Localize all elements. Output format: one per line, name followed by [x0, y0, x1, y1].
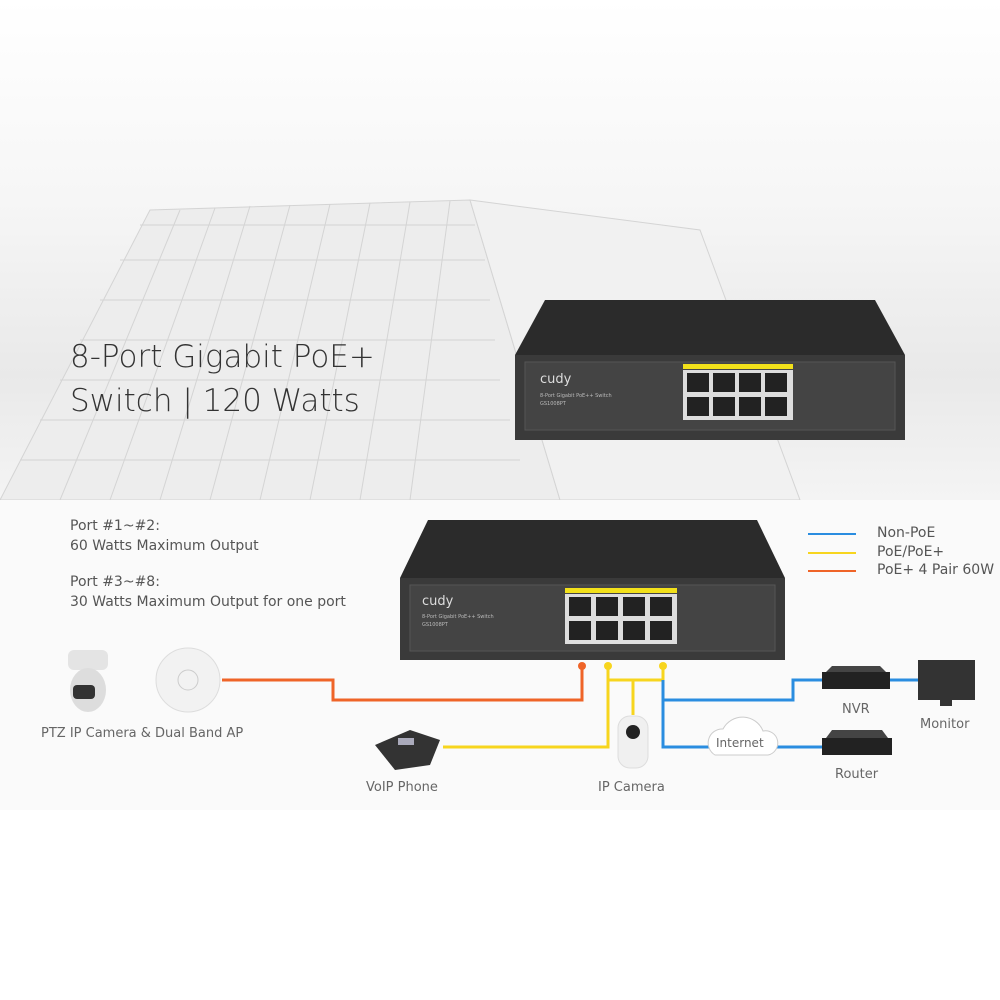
internet-label: Internet	[716, 736, 764, 750]
port-group-2-detail: 30 Watts Maximum Output for one port	[70, 594, 346, 610]
legend-label-poe-4pair: PoE+ 4 Pair 60W	[877, 562, 995, 578]
port-dot-orange	[578, 662, 586, 670]
diagram-area: Port #1~#2: 60 Watts Maximum Output Port…	[0, 500, 1000, 810]
monitor-icon	[918, 660, 975, 706]
hero-banner: 8-Port Gigabit PoE+ Switch | 120 Watts c…	[0, 0, 1000, 500]
port-dot-yellow	[604, 662, 612, 670]
legend-swatch-poe-4pair	[808, 570, 856, 572]
cloud-icon	[707, 716, 779, 756]
monitor-label: Monitor	[920, 717, 970, 732]
legend-label-non-poe: Non-PoE	[877, 525, 936, 541]
non-poe-lines	[661, 678, 918, 749]
switch-name: 8-Port Gigabit PoE++ Switch	[422, 614, 494, 620]
switch-brand: cudy	[422, 594, 454, 609]
ptz-camera-ap-label: PTZ IP Camera & Dual Band AP	[41, 726, 244, 741]
switch-model: GS1008PT	[540, 401, 566, 407]
access-point-icon	[155, 647, 221, 713]
switch-image: cudy 8-Port Gigabit PoE++ Switch GS1008P…	[400, 520, 785, 660]
router-icon	[822, 730, 892, 755]
poe-4pair-line	[222, 666, 584, 702]
legend-label-poe: PoE/PoE+	[877, 544, 945, 560]
title-line-2: Switch | 120 Watts	[70, 383, 360, 419]
ip-camera-icon	[617, 715, 649, 769]
title-line-1: 8-Port Gigabit PoE+	[70, 339, 375, 375]
port-group-2-heading: Port #3~#8:	[70, 574, 160, 590]
ptz-camera-icon	[68, 650, 108, 712]
port-dot-yellow	[659, 662, 667, 670]
switch-image-top: cudy 8-Port Gigabit PoE++ Switch GS1008P…	[515, 300, 905, 440]
switch-model: GS1008PT	[422, 622, 448, 628]
poe-line-camera	[608, 666, 665, 715]
poe-line-voip	[443, 666, 610, 749]
nvr-icon	[822, 666, 890, 689]
switch-brand: cudy	[540, 372, 572, 387]
voip-phone-label: VoIP Phone	[366, 780, 438, 795]
ip-camera-label: IP Camera	[598, 780, 665, 795]
router-label: Router	[835, 767, 879, 782]
legend-swatch-non-poe	[808, 533, 856, 535]
voip-phone-icon	[375, 730, 440, 770]
hero-title: 8-Port Gigabit PoE+ Switch | 120 Watts	[70, 335, 375, 423]
port-group-1-heading: Port #1~#2:	[70, 518, 160, 534]
switch-name: 8-Port Gigabit PoE++ Switch	[540, 393, 612, 399]
connection-lines	[68, 647, 975, 770]
port-group-1-detail: 60 Watts Maximum Output	[70, 538, 259, 554]
nvr-label: NVR	[842, 702, 870, 717]
legend-swatch-poe	[808, 552, 856, 554]
